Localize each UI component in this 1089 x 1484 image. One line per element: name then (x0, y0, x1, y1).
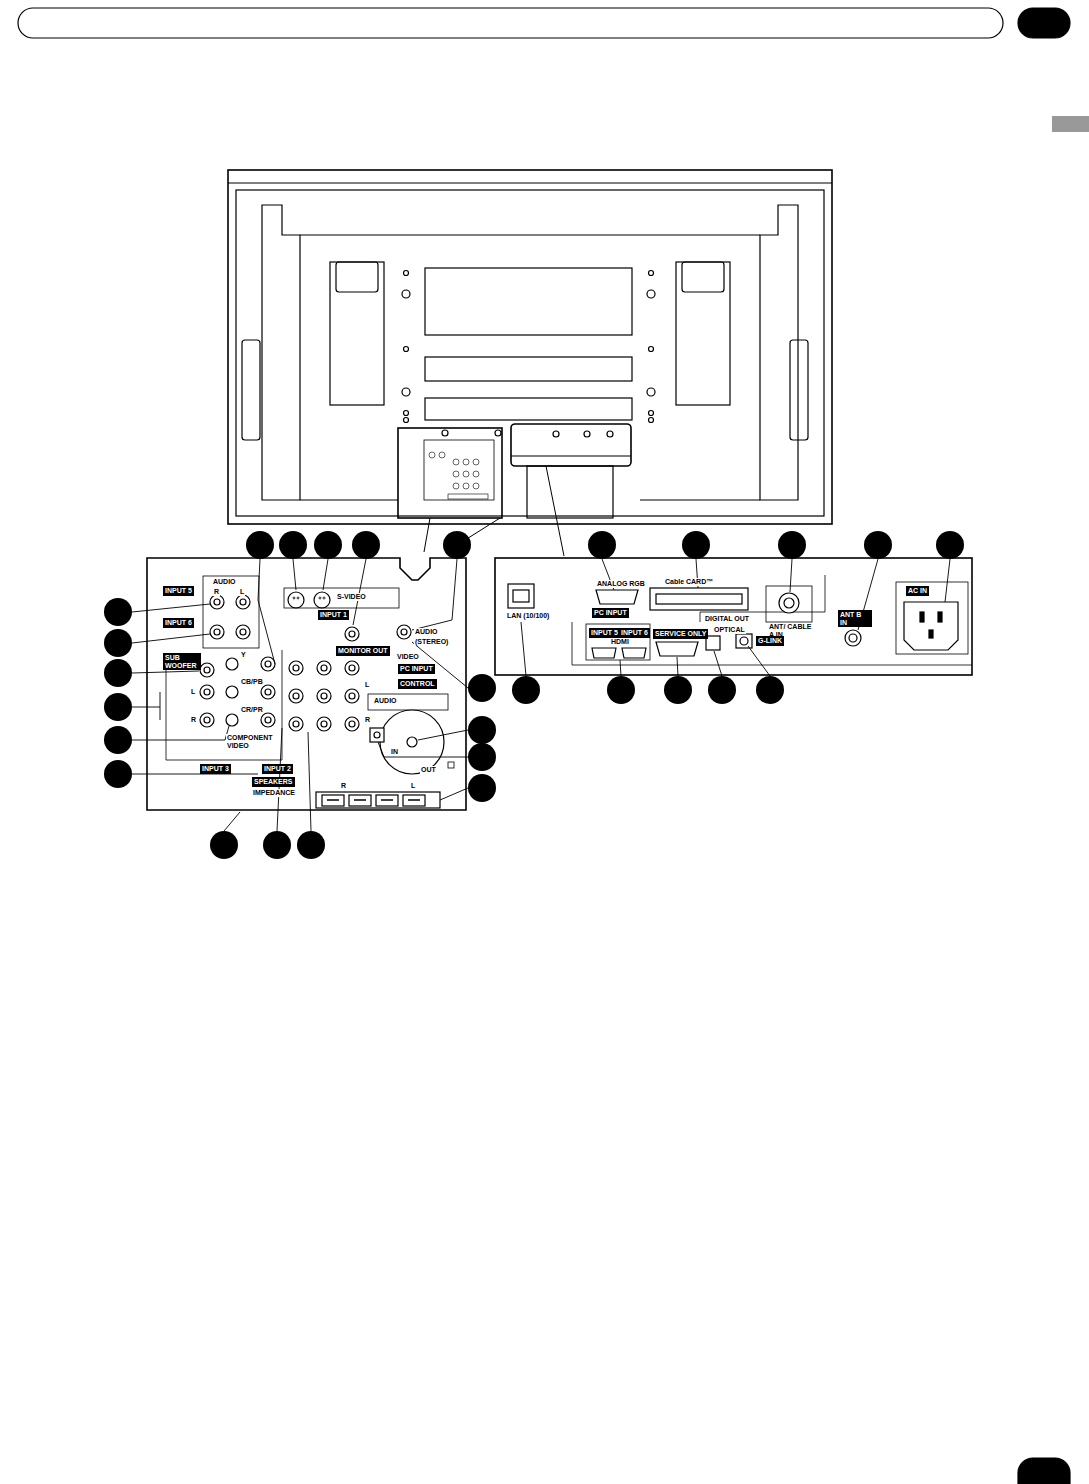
port-label: CB/PB (240, 678, 264, 686)
port-tag: PC INPUT (592, 608, 629, 618)
port-label: OUT (420, 766, 437, 774)
port-label: LAN (10/100) (506, 612, 550, 620)
port-label: R (190, 716, 197, 724)
port-label: COMPONENT VIDEO (226, 734, 272, 749)
port-label: Cable CARD™ (664, 578, 714, 586)
port-label: L (239, 588, 245, 596)
port-tag: INPUT 6 (163, 618, 194, 628)
tv-back (228, 170, 832, 524)
port-label: Y (240, 651, 247, 659)
port-tag: INPUT 6 (619, 628, 650, 638)
port-label: R (213, 588, 220, 596)
port-label: L (190, 688, 196, 696)
port-label: (STEREO) (414, 638, 449, 646)
port-tag: INPUT 3 (200, 764, 231, 774)
chapter-tab (1018, 8, 1070, 38)
callout-circles (104, 531, 964, 859)
port-tag: ANT B IN (838, 610, 872, 627)
port-label: DIGITAL OUT (704, 615, 750, 623)
port-label: VIDEO (396, 653, 420, 661)
port-tag: MONITOR OUT (336, 646, 390, 656)
port-tag: CONTROL (398, 679, 437, 689)
port-label: HDMI (610, 638, 630, 646)
port-label: S-VIDEO (336, 593, 367, 601)
port-label: AUDIO (414, 628, 439, 636)
port-tag: INPUT 5 (589, 628, 620, 638)
left-terminal-panel (147, 558, 466, 810)
port-tag: G-LINK (756, 636, 784, 646)
port-label: AUDIO (373, 697, 398, 705)
port-label: ANALOG RGB (596, 580, 646, 588)
leader-lines (132, 559, 950, 831)
port-tag: SERVICE ONLY (653, 629, 708, 639)
right-terminal-panel (495, 558, 972, 675)
port-label: R (364, 716, 371, 724)
port-tag: SPEAKERS (252, 777, 295, 787)
port-tag: INPUT 1 (318, 610, 349, 620)
port-tag: SUB WOOFER (163, 653, 201, 670)
header-bar (18, 8, 1003, 38)
port-tag: INPUT 5 (163, 586, 194, 596)
port-label: CR/PR (240, 706, 264, 714)
language-tab (1052, 116, 1089, 132)
port-tag: AC IN (906, 586, 929, 596)
port-tag: PC INPUT (398, 664, 435, 674)
port-label: AUDIO (212, 578, 237, 586)
port-label: L (410, 782, 416, 790)
port-label: OPTICAL (713, 626, 746, 634)
port-label: R (340, 782, 347, 790)
page-tab (1018, 1458, 1070, 1484)
port-tag: INPUT 2 (262, 764, 293, 774)
port-label: IN (390, 748, 399, 756)
port-label: L (364, 681, 370, 689)
port-label: IMPEDANCE (252, 789, 296, 797)
